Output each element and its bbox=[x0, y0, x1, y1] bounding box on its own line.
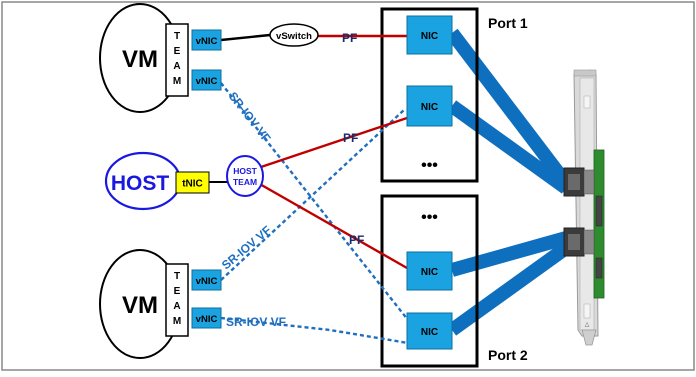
pf-label-3: PF bbox=[349, 233, 364, 247]
ellipsis-port1: ••• bbox=[421, 157, 438, 174]
pf-labels: PF PF PF bbox=[342, 31, 364, 247]
vm-top: VM T E A M vNIC vNIC bbox=[99, 3, 222, 113]
vnic-label: vNIC bbox=[196, 276, 218, 287]
tnic-label: tNIC bbox=[182, 179, 203, 190]
nic-3 bbox=[406, 251, 453, 291]
pf-label-2: PF bbox=[343, 131, 358, 145]
vm-bottom-vnic-2 bbox=[191, 307, 222, 329]
vm-bottom-team-box bbox=[165, 263, 189, 337]
vswitch bbox=[269, 23, 319, 47]
network-card-image: △ bbox=[563, 69, 605, 346]
host-team-label-2: TEAM bbox=[233, 177, 257, 187]
team-letter: M bbox=[173, 316, 181, 327]
team-letter: E bbox=[174, 286, 181, 297]
pf-label-1: PF bbox=[342, 31, 357, 45]
nic-4 bbox=[406, 312, 453, 350]
port-cables bbox=[446, 28, 572, 336]
vm-top-team-box bbox=[165, 23, 189, 97]
ellipsis-port2: ••• bbox=[421, 209, 438, 226]
nic-label: NIC bbox=[421, 267, 438, 278]
host-team-ellipse bbox=[226, 155, 264, 197]
team-letter: M bbox=[173, 76, 181, 87]
nic-label: NIC bbox=[421, 327, 438, 338]
nic-2 bbox=[406, 85, 453, 127]
pf-link-team-2 bbox=[257, 181, 408, 270]
nic-label: NIC bbox=[421, 102, 438, 113]
cable-nic-1 bbox=[446, 28, 572, 188]
team-letter: A bbox=[173, 301, 180, 312]
cable-nic-3 bbox=[450, 231, 568, 277]
sriov-labels: SR-IOV VF SR-IOV VF SR-IOV VF bbox=[219, 89, 286, 329]
pf-link-team-1 bbox=[257, 116, 408, 170]
sriov-label-3: SR-IOV VF bbox=[226, 315, 286, 329]
team-letter: T bbox=[174, 271, 180, 282]
team-letter: T bbox=[174, 31, 180, 42]
team-letter: A bbox=[173, 61, 180, 72]
host-team-label-1: HOST bbox=[233, 166, 257, 176]
vnic-vswitch-link bbox=[220, 33, 271, 42]
svg-text:△: △ bbox=[585, 322, 590, 328]
vm-top-label: VM bbox=[122, 46, 158, 73]
vm-top-vnic-1 bbox=[191, 29, 222, 51]
cable-nic-2 bbox=[447, 100, 571, 194]
pf-links bbox=[257, 34, 408, 270]
host-label: HOST bbox=[111, 172, 170, 195]
vm-top-vnic-2 bbox=[191, 69, 222, 91]
tnic-box bbox=[175, 171, 210, 194]
sriov-link-vm1 bbox=[220, 82, 409, 321]
port2-label: Port 2 bbox=[488, 347, 528, 363]
vm-bottom: VM T E A M vNIC vNIC bbox=[99, 249, 222, 359]
vnic-label: vNIC bbox=[196, 76, 218, 87]
outer-frame bbox=[1, 1, 695, 371]
vswitch-label: vSwitch bbox=[276, 31, 312, 42]
port1-label: Port 1 bbox=[488, 15, 528, 31]
nic-1 bbox=[406, 15, 453, 55]
team-letter: E bbox=[174, 46, 181, 57]
port2-box bbox=[380, 194, 479, 368]
vnic-label: vNIC bbox=[196, 36, 218, 47]
port1-box bbox=[380, 7, 479, 183]
nic-label: NIC bbox=[421, 31, 438, 42]
vm-bottom-label: VM bbox=[122, 292, 158, 319]
cable-nic-4 bbox=[447, 242, 571, 336]
sriov-links bbox=[220, 82, 409, 345]
host: HOST tNIC HOST TEAM bbox=[104, 151, 264, 211]
nics: NIC NIC NIC NIC bbox=[406, 15, 453, 350]
vm-bottom-vnic-1 bbox=[191, 269, 222, 291]
sriov-link-vm2-b bbox=[220, 316, 409, 345]
sriov-label-2: SR-IOV VF bbox=[219, 223, 274, 272]
vnic-label: vNIC bbox=[196, 314, 218, 325]
sriov-label-1: SR-IOV VF bbox=[226, 89, 274, 145]
